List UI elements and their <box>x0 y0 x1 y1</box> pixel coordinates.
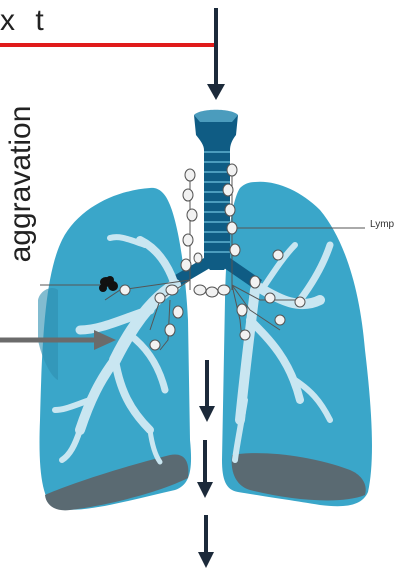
lymph-node-icon <box>194 253 202 263</box>
lymph-node-icon <box>194 285 206 295</box>
down-arrow-icon <box>197 440 213 498</box>
lymph-node-icon <box>295 297 305 307</box>
lymph-node-icon <box>155 293 165 303</box>
lymph-node-icon <box>275 315 285 325</box>
lymph-node-icon <box>173 306 183 318</box>
lymph-node-icon <box>227 222 237 234</box>
lymph-node-icon <box>185 169 195 181</box>
lymph-node-icon <box>187 209 197 221</box>
lymph-node-icon <box>250 276 260 288</box>
lymph-node-icon <box>230 244 240 256</box>
lymph-node-icon <box>218 285 230 295</box>
down-arrow-icon <box>198 515 214 568</box>
lymph-node-icon <box>206 287 218 297</box>
lymph-node-icon <box>273 250 283 260</box>
lymph-node-icon <box>227 164 237 176</box>
lymph-node-icon <box>150 340 160 350</box>
lymph-node-icon <box>237 304 247 316</box>
lymph-node-icon <box>240 330 250 340</box>
lymph-node-icon <box>223 184 233 196</box>
lymph-node-icon <box>181 259 191 271</box>
lymph-node-icon <box>265 293 275 303</box>
lymph-node-icon <box>183 189 193 201</box>
lymph-node-icon <box>165 324 175 336</box>
lymph-node-icon <box>225 204 235 216</box>
lymph-node-icon <box>166 285 178 295</box>
lymph-node-icon <box>120 285 130 295</box>
top-down-arrow-icon <box>207 8 225 100</box>
lymph-node-icon <box>183 234 193 246</box>
down-arrow-icon <box>199 360 215 422</box>
